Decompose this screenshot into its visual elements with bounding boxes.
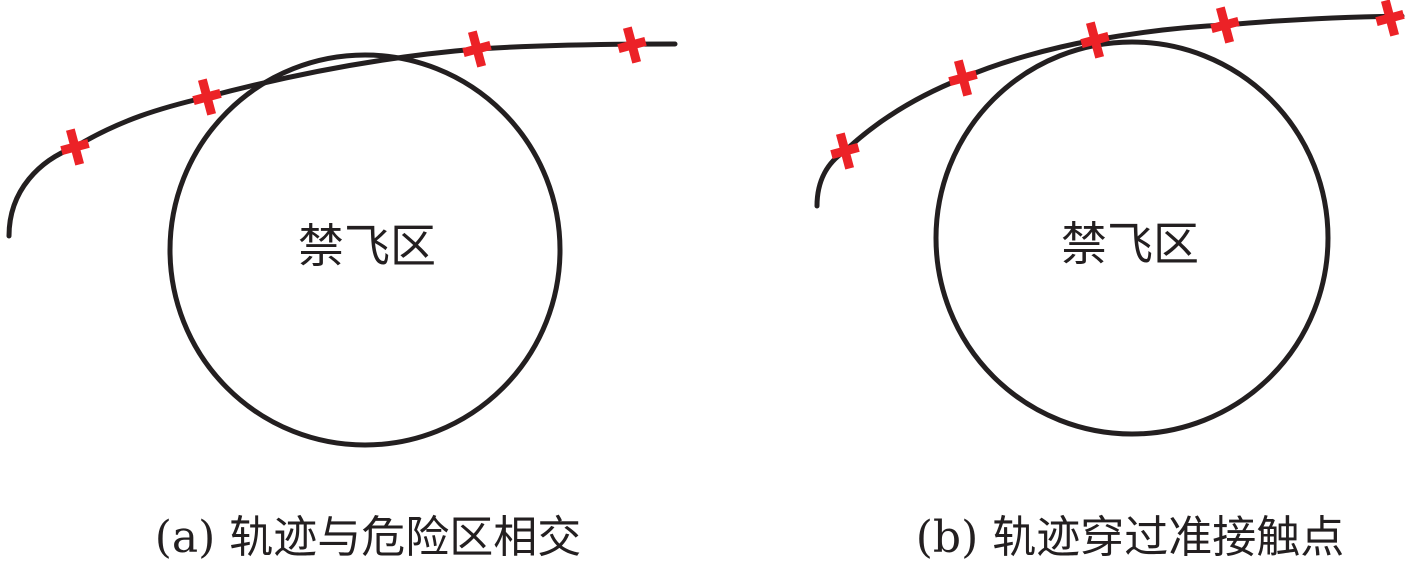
waypoint-markers — [830, 0, 1405, 170]
panel-b: 禁飞区 (b) 轨迹穿过准接触点 — [814, 0, 1405, 563]
waypoint-marker — [462, 30, 492, 68]
waypoint-marker — [192, 78, 222, 116]
waypoint-marker — [60, 128, 90, 166]
waypoint-marker — [830, 132, 860, 170]
waypoint-marker — [1375, 0, 1405, 37]
waypoint-marker — [1210, 6, 1240, 44]
zone-label: 禁飞区 — [1061, 217, 1199, 271]
waypoint-marker — [617, 26, 647, 64]
waypoint-marker — [1080, 21, 1110, 59]
waypoint-marker — [948, 59, 978, 97]
panel-a: 禁飞区 (a) 轨迹与危险区相交 — [6, 26, 678, 563]
no-fly-zone-circle — [167, 52, 563, 448]
caption: (a) 轨迹与危险区相交 — [155, 512, 582, 563]
trajectory-path — [6, 41, 678, 239]
zone-label: 禁飞区 — [298, 219, 436, 273]
caption: (b) 轨迹穿过准接触点 — [916, 512, 1344, 563]
no-fly-zone-circle — [933, 39, 1331, 437]
waypoint-markers — [60, 26, 647, 166]
